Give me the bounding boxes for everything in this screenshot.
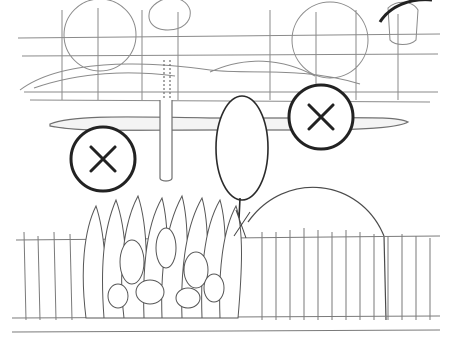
partial-marker-top-right <box>380 0 432 22</box>
dish-cluster <box>83 196 250 318</box>
large-plate <box>248 187 386 320</box>
upper-rack <box>18 0 440 102</box>
x-marker-left <box>71 127 135 191</box>
x-marker-right <box>289 85 353 149</box>
